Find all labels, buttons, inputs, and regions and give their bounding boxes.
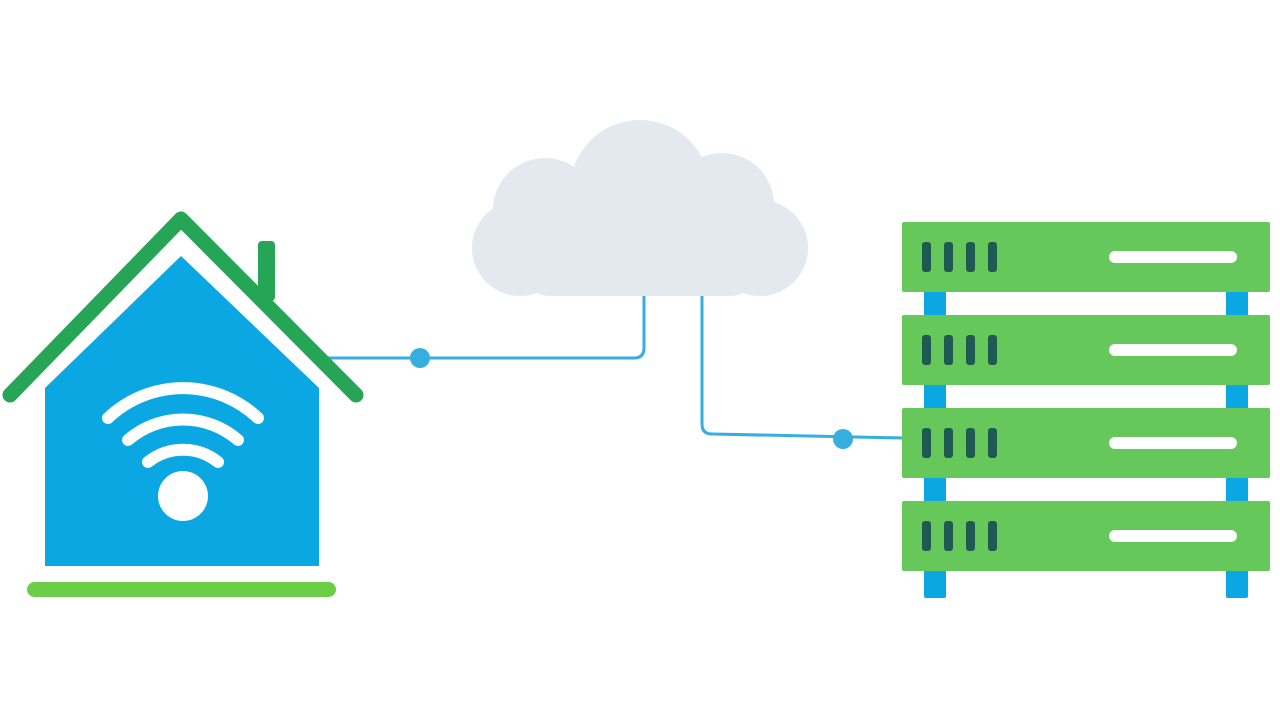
server-unit [902,501,1270,571]
server-vent [988,521,997,551]
server-vent [922,521,931,551]
cloud-icon [472,120,808,296]
server-vent [988,242,997,272]
house-body [45,256,319,566]
server-unit-body [902,222,1270,292]
connection-cloud-servers [700,290,906,449]
server-unit [902,408,1270,478]
connection-line-cloud-servers [700,290,906,440]
server-status-bar [1109,437,1237,449]
server-vent [922,428,931,458]
server-unit-body [902,315,1270,385]
connection-home-cloud [318,290,646,368]
server-unit-body [902,408,1270,478]
server-status-bar [1109,251,1237,263]
server-unit-body [902,501,1270,571]
house-wifi-icon [2,211,364,597]
server-vent [988,335,997,365]
server-vent [966,242,975,272]
server-vent [988,428,997,458]
server-rack-icon [902,222,1270,598]
server-vent [944,242,953,272]
connection-line-home-cloud [318,290,646,360]
server-vent [944,521,953,551]
server-status-bar [1109,344,1237,356]
server-vent [944,428,953,458]
server-unit [902,315,1270,385]
house-chimney [258,241,275,301]
server-status-bar [1109,530,1237,542]
connection-node-dot [410,348,430,368]
server-unit [902,222,1270,292]
connection-node-dot [833,429,853,449]
server-vent [922,242,931,272]
server-vent [966,521,975,551]
server-vent [966,335,975,365]
wifi-icon [102,382,264,521]
house-ground [27,582,336,597]
server-vent [922,335,931,365]
house-roof [2,211,364,403]
server-vent [944,335,953,365]
server-vent [966,428,975,458]
